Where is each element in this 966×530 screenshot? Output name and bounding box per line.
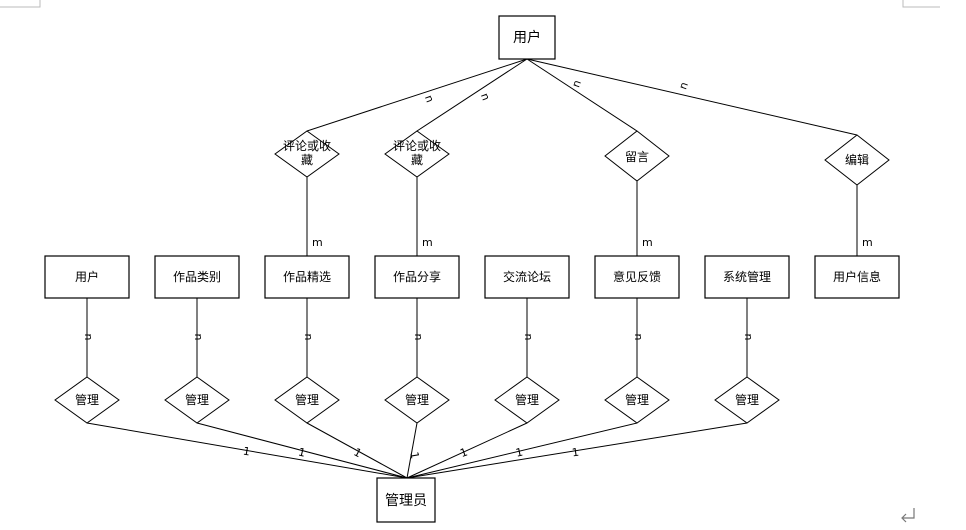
entity-top-user: 用户 bbox=[498, 15, 556, 60]
relation-manage-label: 管理 bbox=[625, 392, 649, 407]
entity-admin-label: 管理员 bbox=[385, 493, 427, 509]
entity-top-user-label: 用户 bbox=[513, 29, 541, 46]
relation-label-line1: 评论或收 bbox=[283, 139, 331, 153]
cardinality-n-rel4: n bbox=[676, 80, 691, 91]
entity-label: 作品精选 bbox=[283, 270, 331, 284]
cardinality-1-manage2: 1 bbox=[297, 445, 307, 459]
entity-label: 意见反馈 bbox=[613, 269, 661, 284]
cardinality-n-rel1: n bbox=[422, 93, 437, 104]
entity-label: 交流论坛 bbox=[503, 269, 551, 284]
cardinality-n-entity7: n bbox=[742, 334, 755, 341]
cardinality-n-entity6: n bbox=[632, 334, 645, 341]
edge-manage4-admin bbox=[406, 422, 418, 479]
entity-admin: 管理员 bbox=[376, 477, 436, 523]
relation-label-line1: 留言 bbox=[625, 150, 649, 164]
entity-label: 系统管理 bbox=[723, 269, 771, 284]
page-corner-mark-right bbox=[902, 0, 940, 8]
relation-comment-collect-2: 评论或收 藏 bbox=[384, 130, 450, 178]
relation-label-line1: 评论或收 bbox=[393, 139, 441, 153]
cardinality-1-manage5: 1 bbox=[458, 445, 469, 460]
edge-manage7-admin bbox=[406, 422, 748, 479]
relation-entity-edges bbox=[306, 177, 858, 256]
relation-manage-1: 管理 bbox=[54, 376, 120, 424]
entity-work-category: 作品类别 bbox=[154, 255, 240, 299]
relation-manage-7: 管理 bbox=[714, 376, 780, 424]
edge-user-rel4 bbox=[526, 58, 858, 136]
relation-label-line2: 藏 bbox=[411, 153, 423, 167]
relation-manage-label: 管理 bbox=[515, 392, 539, 407]
edge-manage6-admin bbox=[406, 422, 638, 479]
relation-comment-collect-1: 评论或收 藏 bbox=[274, 130, 340, 178]
entity-forum: 交流论坛 bbox=[484, 255, 570, 299]
cardinality-1-manage4: 1 bbox=[407, 451, 421, 460]
edge-manage5-admin bbox=[406, 422, 528, 479]
cardinality-n-rel2: n bbox=[478, 91, 493, 102]
entity-label: 作品类别 bbox=[173, 270, 221, 284]
entity-feedback: 意见反馈 bbox=[594, 255, 680, 299]
cardinality-1-manage6: 1 bbox=[514, 445, 524, 459]
relation-manage-5: 管理 bbox=[494, 376, 560, 424]
relation-manage-label: 管理 bbox=[405, 392, 429, 407]
entity-work-share: 作品分享 bbox=[374, 255, 460, 299]
manage-admin-edges bbox=[86, 422, 748, 479]
cardinality-n-entity2: n bbox=[192, 334, 205, 341]
cardinality-n-entity5: n bbox=[522, 334, 535, 341]
entity-system-management: 系统管理 bbox=[704, 255, 790, 299]
cardinality-m-rel2: m bbox=[422, 236, 433, 249]
edge-user-rel3 bbox=[526, 58, 638, 132]
entity-user-info: 用户信息 bbox=[814, 255, 900, 299]
relation-edit: 编辑 bbox=[824, 134, 890, 186]
relation-manage-6: 管理 bbox=[604, 376, 670, 424]
edge-user-rel2 bbox=[416, 58, 528, 132]
edge-manage3-admin bbox=[306, 422, 408, 479]
cardinality-1-manage7: 1 bbox=[571, 446, 580, 460]
entity-featured-works: 作品精选 bbox=[264, 255, 350, 299]
cardinality-n-rel3: n bbox=[569, 78, 584, 89]
relation-message: 留言 bbox=[604, 130, 670, 182]
paragraph-return-icon bbox=[901, 508, 915, 523]
entity-manage-edges bbox=[86, 298, 748, 377]
entity-label: 作品分享 bbox=[393, 269, 441, 284]
cardinality-n-entity1: n bbox=[82, 334, 95, 341]
relation-manage-2: 管理 bbox=[164, 376, 230, 424]
page-corner-mark-left bbox=[0, 0, 41, 8]
edge-manage2-admin bbox=[196, 422, 408, 479]
relation-manage-label: 管理 bbox=[185, 392, 209, 407]
cardinality-m-rel4: m bbox=[862, 236, 873, 249]
edge-manage1-admin bbox=[86, 422, 408, 479]
relation-label-line2: 藏 bbox=[301, 153, 313, 167]
top-edges bbox=[306, 58, 858, 136]
relation-manage-label: 管理 bbox=[75, 392, 99, 407]
relation-manage-label: 管理 bbox=[295, 392, 319, 407]
entity-label: 用户 bbox=[75, 269, 99, 284]
relation-manage-4: 管理 bbox=[384, 376, 450, 424]
entity-label: 用户信息 bbox=[833, 269, 881, 284]
cardinality-m-rel1: m bbox=[312, 236, 323, 249]
relation-manage-3: 管理 bbox=[274, 376, 340, 424]
relation-manage-label: 管理 bbox=[735, 392, 759, 407]
cardinality-n-entity4: n bbox=[412, 334, 425, 341]
cardinality-n-entity3: n bbox=[302, 334, 315, 341]
relation-label-line1: 编辑 bbox=[845, 152, 869, 167]
entity-user: 用户 bbox=[44, 255, 130, 299]
cardinality-1-manage1: 1 bbox=[242, 445, 251, 459]
cardinality-m-rel3: m bbox=[642, 236, 653, 249]
edge-user-rel1 bbox=[306, 58, 528, 132]
